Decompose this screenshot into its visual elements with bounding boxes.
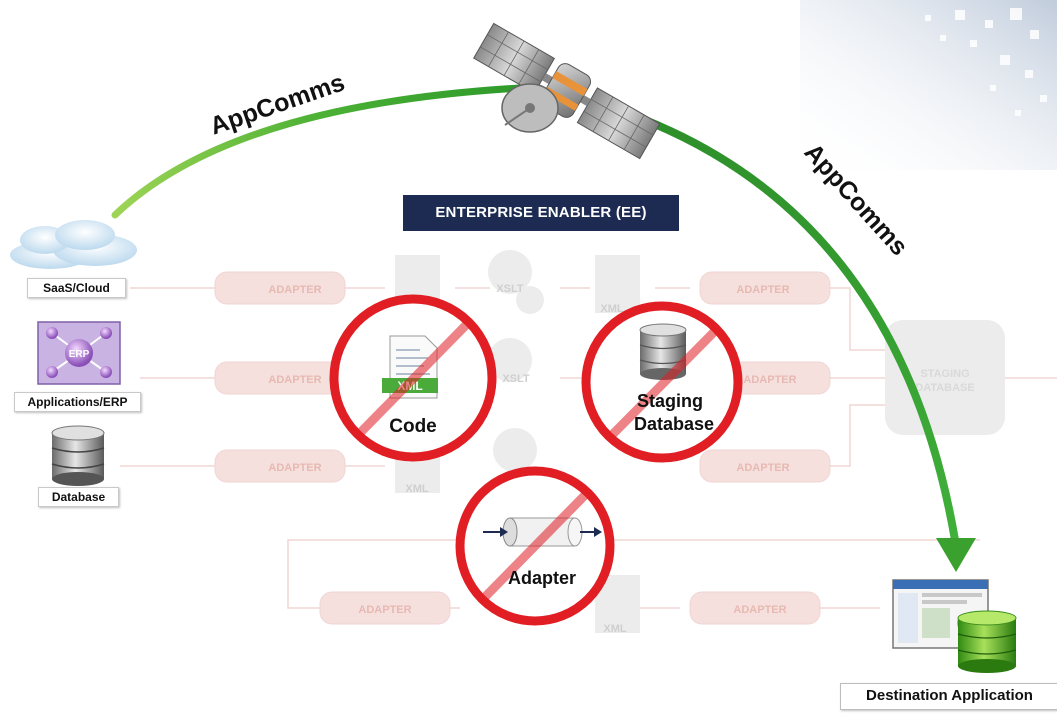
- faded-adapter-label: ADAPTER: [268, 284, 321, 296]
- erp-icon: ERP: [37, 321, 121, 385]
- faded-text: ADAPTER ADAPTER ADAPTER ADAPTER ADAPTER …: [268, 283, 974, 635]
- source-label-database: Database: [38, 487, 119, 507]
- faded-adapter-label: ADAPTER: [268, 374, 321, 386]
- prohibited-staging-label-1: Staging: [637, 391, 703, 411]
- faded-staging-label: STAGING: [920, 368, 969, 380]
- source-label-erp: Applications/ERP: [14, 392, 141, 412]
- database-icon: [51, 425, 105, 486]
- appcomms-arc-right: [636, 114, 959, 544]
- enterprise-enabler-banner: ENTERPRISE ENABLER (EE): [403, 195, 679, 231]
- faded-adapter-label: ADAPTER: [733, 604, 786, 616]
- erp-icon-text: ERP: [69, 349, 90, 360]
- prohibited-adapter: Adapter: [455, 466, 615, 626]
- faded-adapter-label: ADAPTER: [358, 604, 411, 616]
- faded-adapter-label: ADAPTER: [736, 462, 789, 474]
- faded-xslt-label: XSLT: [496, 283, 524, 295]
- prohibited-code: XML Code: [329, 294, 497, 462]
- prohibited-staging-database: Staging Database: [581, 301, 743, 463]
- faded-staging-label: DATABASE: [915, 382, 974, 394]
- faded-adapter-label: ADAPTER: [743, 374, 796, 386]
- prohibited-staging-label-2: Database: [634, 414, 714, 434]
- prohibited-code-label: Code: [389, 416, 437, 437]
- corner-decoration: [800, 0, 1057, 170]
- faded-xml-label: XML: [603, 623, 627, 635]
- prohibited-adapter-label: Adapter: [508, 568, 576, 588]
- cloud-icon: [10, 220, 137, 269]
- arc-arrowhead-icon: [936, 538, 976, 572]
- faded-xml-label: XML: [600, 303, 624, 315]
- faded-adapter-label: ADAPTER: [268, 462, 321, 474]
- faded-adapter-label: ADAPTER: [736, 284, 789, 296]
- destination-label: Destination Application: [840, 683, 1057, 710]
- satellite-icon: [473, 22, 661, 160]
- faded-xml-label: XML: [405, 483, 429, 495]
- faded-xslt-label: XSLT: [502, 373, 530, 385]
- source-label-saas: SaaS/Cloud: [27, 278, 126, 298]
- destination-app-icon: [892, 579, 1017, 673]
- appcomms-arc-left: [111, 84, 524, 219]
